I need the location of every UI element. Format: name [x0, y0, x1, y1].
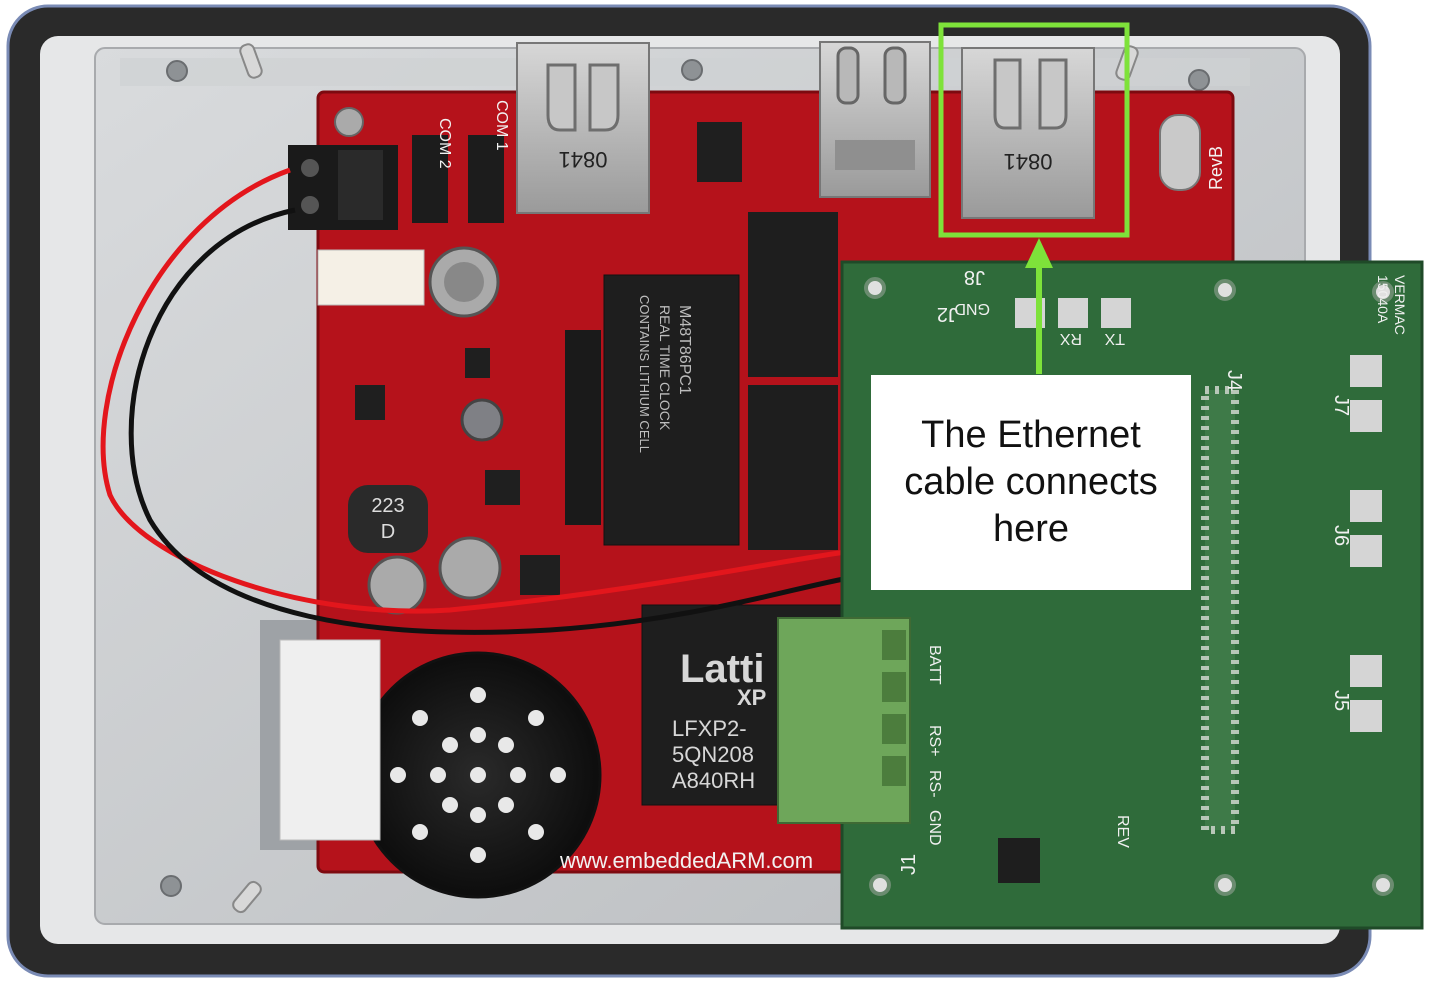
svg-text:GND: GND: [926, 810, 943, 846]
capacitors: [367, 246, 502, 615]
callout-line-3: here: [992, 508, 1070, 550]
svg-text:0841: 0841: [559, 147, 608, 172]
svg-text:REAL TIME CLOCK: REAL TIME CLOCK: [657, 305, 673, 431]
ribbon-cable: [279, 639, 381, 841]
rtc-chip: M48T86PC1 REAL TIME CLOCK CONTAINS LITHI…: [603, 274, 740, 546]
svg-text:J7: J7: [1330, 395, 1352, 416]
svg-text:COM 1: COM 1: [493, 100, 510, 151]
callout-line-1: The Ethernet: [921, 414, 1141, 456]
svg-text:J6: J6: [1330, 525, 1352, 546]
svg-text:GND: GND: [954, 300, 990, 317]
ethernet-port-left: 0841: [516, 42, 650, 214]
green-screw-terminal: [777, 617, 911, 824]
callout-arrow: [1025, 238, 1053, 374]
svg-text:A840RH: A840RH: [672, 768, 755, 793]
svg-text:LFXP2-: LFXP2-: [672, 716, 747, 741]
inductor-223: 223 D: [348, 485, 428, 553]
power-terminal-block: [288, 145, 398, 230]
small-ics: [355, 122, 742, 595]
callout-text: The Ethernet cable connects here: [904, 412, 1158, 553]
svg-text:RS+: RS+: [926, 725, 943, 757]
white-connector: [317, 249, 425, 306]
svg-text:Latti: Latti: [680, 647, 764, 691]
red-wire: [100, 167, 861, 614]
svg-text:CONTAINS LITHIUM CELL: CONTAINS LITHIUM CELL: [637, 295, 652, 453]
svg-text:223: 223: [371, 495, 404, 517]
svg-text:VERMAC: VERMAC: [1392, 275, 1408, 335]
svg-text:www.embeddedARM.com: www.embeddedARM.com: [559, 848, 813, 873]
svg-text:XP: XP: [737, 685, 766, 710]
svg-text:J4: J4: [1223, 370, 1245, 391]
svg-text:TX: TX: [1104, 330, 1125, 347]
pin-header: [565, 330, 601, 525]
speaker: [354, 651, 602, 899]
green-daughter-board: [840, 260, 1424, 930]
ethernet-highlight-box: [938, 22, 1130, 238]
svg-text:COM 2: COM 2: [436, 118, 453, 169]
svg-text:D: D: [381, 521, 395, 543]
ethernet-port-right: 0841: [961, 47, 1095, 219]
com-headers: [412, 135, 504, 223]
usb-port: [819, 41, 931, 198]
svg-text:5QN208: 5QN208: [672, 742, 754, 767]
svg-text:J8: J8: [964, 266, 985, 288]
black-wire: [128, 207, 866, 635]
callout-line-2: cable connects: [904, 461, 1158, 503]
green-board-ic: [998, 838, 1040, 883]
svg-text:BATT: BATT: [926, 645, 943, 685]
svg-text:RS-: RS-: [926, 770, 943, 798]
svg-text:RX: RX: [1059, 330, 1082, 347]
green-board-pads: [1015, 298, 1382, 732]
svg-text:RevB: RevB: [1206, 146, 1226, 190]
memory-chips: [748, 212, 838, 550]
green-board-mounting-holes: [864, 277, 1394, 896]
svg-text:J1: J1: [898, 854, 920, 875]
green-board-header-row: [1201, 386, 1239, 834]
svg-text:0841: 0841: [1004, 149, 1053, 174]
svg-text:J2: J2: [937, 303, 958, 325]
crystal: [1159, 114, 1201, 191]
ethernet-callout-box: The Ethernet cable connects here: [871, 375, 1191, 590]
svg-text:J5: J5: [1330, 690, 1352, 711]
svg-text:15040A: 15040A: [1375, 275, 1391, 324]
svg-text:REV: REV: [1114, 815, 1131, 848]
svg-text:M48T86PC1: M48T86PC1: [676, 305, 693, 395]
